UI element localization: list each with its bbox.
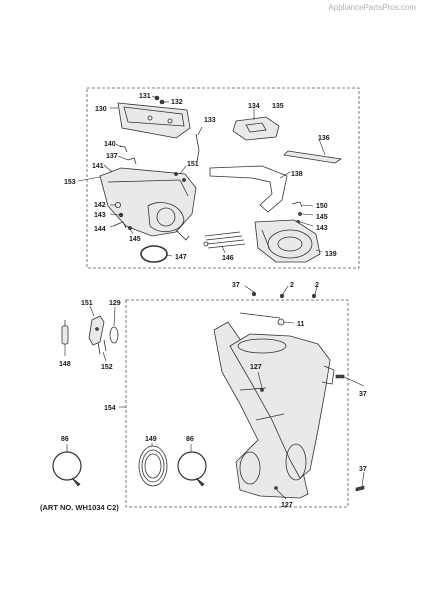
callout-140: 140 [104,141,116,148]
part-149-clamp-coil[interactable] [138,445,168,487]
part-154-duct-assembly[interactable] [213,321,335,499]
part-148-sensor[interactable] [61,320,69,345]
part-2-screw-a[interactable] [279,293,285,299]
part-146-heater[interactable] [203,231,246,249]
part-151-switch[interactable] [88,315,105,346]
lower-group-box [125,299,349,508]
callout-141: 141 [92,163,104,170]
callout-labels: 131 132 130 133 134 135 136 140 137 141 … [59,93,367,509]
callout-148: 148 [59,361,71,368]
part-145-screw-right[interactable] [298,212,302,216]
part-86-clamp-left[interactable] [52,451,82,487]
callout-127-bottom: 127 [281,502,293,509]
callout-86-left: 86 [61,436,69,443]
callout-2-a: 2 [290,282,294,289]
part-140-clip[interactable] [119,145,128,153]
callout-135: 135 [272,103,284,110]
callout-151-lower: 151 [81,300,93,307]
part-144-clip[interactable] [112,221,127,229]
part-136-strip[interactable] [283,150,343,164]
callout-142: 142 [94,202,106,209]
part-152-screws[interactable] [97,339,107,355]
leader-lines [64,95,365,500]
callout-147: 147 [175,254,187,261]
callout-11: 11 [297,321,305,328]
callout-152: 152 [101,364,113,371]
part-130-bracket[interactable] [117,102,191,139]
callout-130: 130 [95,106,107,113]
callout-154: 154 [104,405,116,412]
callout-138: 138 [291,171,303,178]
part-127-screw-bottom[interactable] [274,486,278,490]
callout-145-right: 145 [316,214,328,221]
callout-2-b: 2 [315,282,319,289]
part-151-screw[interactable] [174,172,186,182]
part-134-bracket[interactable] [232,116,280,141]
part-133-rod[interactable] [195,133,200,163]
part-147-oring[interactable] [140,245,168,263]
part-129-ring[interactable] [109,326,119,344]
callout-144: 144 [94,226,106,233]
part-86-clamp-right[interactable] [177,451,207,487]
callout-146: 146 [222,255,234,262]
callout-136: 136 [318,135,330,142]
part-153-blower-housing[interactable] [99,167,197,241]
callout-143-left: 143 [94,212,106,219]
callout-134: 134 [248,103,260,110]
part-37-screw-mid[interactable] [335,374,345,379]
callout-129: 129 [109,300,121,307]
callout-127-top: 127 [250,364,262,371]
part-138-gasket[interactable] [209,165,288,213]
callout-150: 150 [316,203,328,210]
callout-149: 149 [145,436,157,443]
callout-132: 132 [171,99,183,106]
callout-139: 139 [325,251,337,258]
callout-133: 133 [204,117,216,124]
watermark: AppliancePartsPros.com [328,3,416,12]
part-tube[interactable] [239,312,281,319]
part-37-screw-top[interactable] [251,291,257,297]
callout-145-left: 145 [129,236,141,243]
part-143-screw[interactable] [118,212,124,218]
part-127-screw-top[interactable] [260,388,264,392]
part-142-bearing[interactable] [115,201,122,208]
part-150-clip[interactable] [291,201,303,208]
part-11-fitting[interactable] [277,318,285,326]
callout-37-top: 37 [232,282,240,289]
upper-group-box [86,87,360,269]
callout-143-right: 143 [316,225,328,232]
part-145-screw[interactable] [128,226,132,230]
part-37-screw-bottom[interactable] [355,485,365,492]
part-139-blower-wheel[interactable] [254,219,321,263]
callout-137: 137 [106,153,118,160]
callout-37-mid: 37 [359,391,367,398]
callout-131: 131 [139,93,151,100]
callout-151-upper: 151 [187,161,199,168]
part-137-clip[interactable] [127,157,137,165]
callout-86-right: 86 [186,436,194,443]
callout-153: 153 [64,179,76,186]
art-number: (ART NO. WH1034 C2) [40,503,119,512]
callout-37-bottom: 37 [359,466,367,473]
part-2-screw-b[interactable] [311,293,317,299]
